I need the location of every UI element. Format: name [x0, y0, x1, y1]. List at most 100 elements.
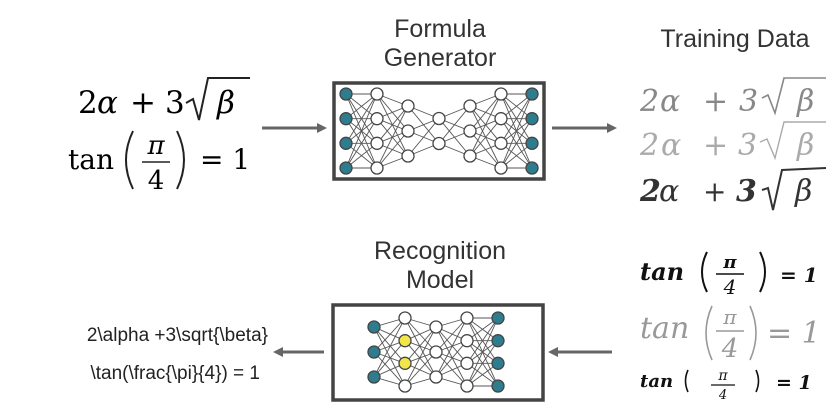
- left-paren: [125, 130, 134, 190]
- training-sample-2: 2 α + 3 β: [639, 121, 826, 163]
- recognition-edge: [373, 317, 406, 353]
- generator-edge: [345, 93, 378, 169]
- generator-node: [339, 161, 353, 175]
- generator-edge: [469, 93, 502, 157]
- t2-right-paren: [749, 305, 757, 361]
- generator-edge: [500, 118, 533, 169]
- input-f1-beta: β: [216, 85, 235, 121]
- generator-node: [339, 87, 353, 101]
- s2-alpha: α: [661, 128, 681, 163]
- generator-title: Formula Generator: [357, 15, 523, 73]
- recognition-network-nodes: [367, 311, 505, 393]
- recognition-node: [460, 311, 474, 325]
- latex-output-line2: \tan(\frac{\pi}{4}) = 1: [90, 363, 260, 384]
- input-formula-2: tan π 4 = 1: [68, 130, 250, 196]
- s2-beta: β: [796, 128, 814, 163]
- latex-output-line1: 2\alpha +3\sqrt{\beta}: [86, 325, 268, 346]
- recognition-node: [398, 356, 412, 370]
- generator-edge: [376, 105, 409, 169]
- recognition-title-line1: Recognition: [373, 237, 507, 265]
- t1-right-paren: [759, 251, 766, 293]
- recognition-node: [398, 311, 412, 325]
- recognition-title-line2: Model: [405, 266, 475, 294]
- t1-left-paren: [701, 251, 708, 293]
- t2-fn: tan: [640, 311, 689, 346]
- input-f1-alpha: α: [97, 85, 118, 121]
- generator-node: [401, 124, 415, 138]
- recognition-node: [367, 345, 381, 359]
- generator-node: [525, 161, 539, 175]
- recognition-node: [460, 334, 474, 348]
- training-data-title: Training Data: [660, 25, 810, 53]
- recognition-edge: [435, 326, 468, 364]
- generator-title-line1: Formula: [394, 15, 486, 43]
- training-sample-5: tan π 4 = 1: [640, 305, 821, 364]
- t3-den: 4: [718, 388, 727, 403]
- recognition-node: [429, 320, 443, 334]
- generator-node: [494, 87, 508, 101]
- generator-node: [370, 87, 384, 101]
- recognition-node: [460, 356, 474, 370]
- input-f2-rhs: = 1: [200, 143, 250, 176]
- input-f2-fn: tan: [68, 143, 114, 176]
- input-f1-coef2: 3: [165, 85, 185, 121]
- generator-node: [432, 111, 446, 126]
- generator-edge: [500, 93, 533, 169]
- recognition-edge: [373, 317, 406, 378]
- generator-node: [525, 87, 539, 101]
- t3-num: π: [717, 368, 728, 384]
- training-sample-4: tan π 4 = 1: [640, 251, 818, 299]
- recognition-edge: [373, 326, 406, 387]
- t3-rhs: = 1: [776, 372, 812, 394]
- recognition-node: [491, 334, 505, 348]
- s3-coef2: 3: [736, 174, 757, 209]
- t2-left-paren: [705, 305, 713, 361]
- s3-coef1: 2: [639, 174, 661, 209]
- s3-alpha: α: [659, 174, 679, 209]
- recognition-edge: [435, 326, 468, 387]
- recognition-edge: [373, 340, 406, 378]
- s2-plus: +: [703, 128, 728, 163]
- t3-right-paren: [755, 369, 760, 393]
- generator-node: [401, 149, 415, 163]
- training-sample-1: 2 α + 3 β: [639, 77, 826, 119]
- recognition-edge: [435, 340, 468, 378]
- recognition-edge: [404, 326, 437, 364]
- s2-coef2: 3: [738, 128, 757, 163]
- generator-node: [463, 149, 477, 163]
- generator-node: [494, 161, 508, 175]
- recognition-title: Recognition Model: [345, 237, 535, 295]
- s1-alpha: α: [660, 84, 680, 119]
- s3-plus: +: [703, 175, 726, 208]
- t1-num: π: [722, 252, 737, 273]
- s2-sqrt: [759, 121, 826, 161]
- generator-node: [339, 112, 353, 126]
- generator-edge: [469, 93, 502, 132]
- t3-fn: tan: [640, 371, 673, 392]
- t1-rhs: = 1: [780, 263, 818, 287]
- input-formula-1: 2 α + 3 β: [78, 77, 250, 121]
- t2-den: 4: [721, 334, 739, 364]
- t1-den: 4: [723, 275, 737, 299]
- recognition-edge: [404, 326, 437, 387]
- generator-node: [494, 112, 508, 126]
- generator-network-box: [332, 81, 546, 181]
- recognition-edge: [466, 340, 499, 387]
- sqrt-sign: [185, 77, 250, 121]
- recognition-node: [429, 370, 443, 384]
- recognition-node: [491, 356, 505, 370]
- generator-title-line2: Generator: [383, 44, 497, 72]
- input-f2-den: 4: [148, 166, 165, 196]
- generator-node: [525, 136, 539, 150]
- generator-edge: [469, 118, 502, 157]
- generator-edge: [376, 105, 409, 144]
- recognition-node: [491, 311, 505, 325]
- generator-edge: [376, 130, 409, 169]
- recognition-edge: [404, 351, 437, 387]
- recognition-edge: [435, 351, 468, 387]
- recognition-edge: [373, 326, 406, 364]
- s1-beta: β: [796, 84, 814, 119]
- right-paren: [176, 130, 185, 190]
- input-f2-num: π: [146, 131, 165, 161]
